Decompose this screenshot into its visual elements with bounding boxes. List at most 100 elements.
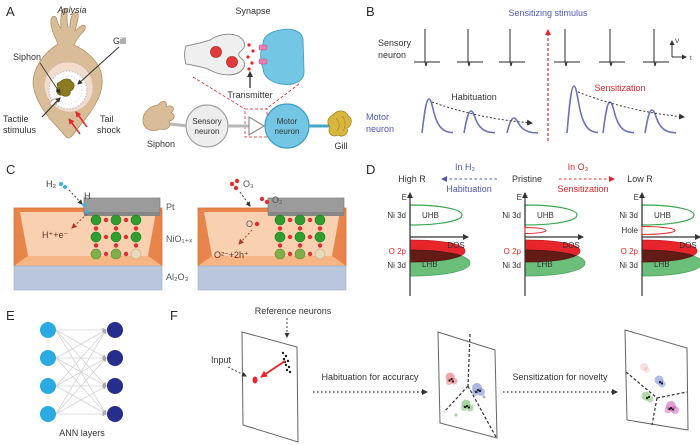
- dos-diagram-low-r: E Ni 3d UHB Hole DOS O 2p LHB Ni 3d: [619, 193, 700, 296]
- o-label: O: [246, 219, 253, 229]
- sensory-neuron-label-1: Sensory: [192, 117, 221, 126]
- tactile-label-1: Tactile: [3, 114, 29, 124]
- h2-molecule: [59, 182, 67, 189]
- high-r-header: High R: [398, 174, 426, 184]
- synapse-triangle: [248, 115, 266, 137]
- circuit-siphon-label: Siphon: [147, 139, 175, 149]
- in-h2-label: In H₂: [455, 162, 476, 172]
- gill-label: Gill: [113, 36, 126, 46]
- sensitization-step-label: Sensitization for novelty: [512, 372, 608, 382]
- axon-siphon-sensory: [169, 122, 189, 128]
- habituation-step-label: Habituation for accuracy: [321, 372, 419, 382]
- cluster-red-faint: [640, 363, 650, 373]
- ni3d-upper-label: Ni 3d: [619, 211, 638, 220]
- device-o3: O₃ O₂ O O²⁻+2h⁺: [198, 178, 346, 290]
- o-atom: [254, 221, 260, 227]
- postsynaptic-terminal: [260, 28, 305, 85]
- o-reaction-label: O²⁻+2h⁺: [214, 250, 249, 260]
- o3-adsorb-arrow: [239, 191, 251, 207]
- feature-plane-1: Input: [211, 331, 299, 443]
- receptor-channel: [258, 44, 268, 51]
- sensory-neuron-circle: [185, 104, 229, 148]
- plane-1: [241, 331, 299, 443]
- al2o3-label: Al₂O₃: [166, 272, 188, 282]
- cluster-red: [445, 372, 458, 385]
- habituation-label: Habituation: [451, 92, 497, 102]
- synapse-inset: Synapse Transmitter: [184, 6, 305, 138]
- o2-label: O₂: [272, 195, 283, 205]
- tail-shock-label-2: shock: [97, 125, 121, 135]
- input-dot: [252, 376, 258, 384]
- motor-label-1: Motor: [366, 112, 389, 122]
- cluster-green-3: [641, 391, 654, 403]
- spike-train: [413, 28, 670, 67]
- aplysia-drawing: Aplysia Gill Siphon Tactile stimulus Tai…: [3, 5, 126, 139]
- pristine-hole-sliver: [524, 226, 547, 235]
- gill-organ: [56, 78, 75, 97]
- gill-pointer-line: [77, 46, 120, 85]
- uhb-label: UHB: [537, 211, 554, 220]
- panel-c: C Pt NiO₁₊ₓ Al₂O₃ H₂ H H⁺+e⁻ O₃ O₂ O O²⁻…: [6, 162, 362, 303]
- nio-label: NiO₁₊ₓ: [166, 234, 192, 244]
- input-pointer: [227, 366, 247, 377]
- cluster-green: [454, 399, 474, 417]
- panel-e: E ANN layers: [6, 308, 123, 438]
- ann-input-nodes: [40, 322, 56, 422]
- synapse-title: Synapse: [235, 6, 270, 16]
- tail-shock-label-1: Tail: [100, 114, 114, 124]
- pt-label: Pt: [166, 202, 175, 212]
- ni3d-lower-label: Ni 3d: [387, 261, 406, 270]
- o2p-label: O 2p: [621, 247, 639, 256]
- e-axis-label: E: [517, 193, 522, 202]
- recall-arrow: [260, 360, 286, 378]
- h2-label: H₂: [46, 179, 56, 189]
- panel-b: B Sensitizing stimulus Sensory neuron V …: [366, 4, 692, 141]
- lhb-label: LHB: [422, 260, 438, 269]
- vt-axis-icon: V t: [669, 38, 692, 62]
- sensitization-label-d: Sensitization: [557, 184, 608, 194]
- sensory-neuron-label-2: neuron: [195, 127, 220, 136]
- h-diffusion-arrow: [71, 213, 88, 229]
- circuit-gill-label: Gill: [335, 141, 348, 151]
- siphon-label: Siphon: [13, 52, 41, 62]
- sensory-label-2: neuron: [378, 50, 406, 60]
- motor-label-2: neuron: [366, 124, 394, 134]
- dos-diagram-pristine: E Ni 3d UHB DOS O 2p LHB Ni 3d: [502, 193, 585, 296]
- dos-axis-label: DOS: [447, 241, 464, 250]
- o3-label: O₃: [243, 179, 254, 189]
- feature-plane-3: [624, 329, 689, 431]
- tail-shock-arrows: [68, 111, 88, 135]
- habituation-label-d: Habituation: [446, 184, 492, 194]
- dos-axis-label: DOS: [679, 241, 696, 250]
- v-axis-label: V: [675, 38, 680, 45]
- ni3d-upper-label: Ni 3d: [502, 211, 521, 220]
- sensitization-label: Sensitization: [594, 83, 645, 93]
- reference-neurons-label: Reference neurons: [255, 306, 332, 316]
- aplysia-title: Aplysia: [56, 5, 86, 15]
- ann-layers-caption: ANN layers: [59, 428, 105, 438]
- gill-folds: [335, 115, 346, 132]
- uhb-label: UHB: [422, 211, 439, 220]
- receptor-channel: [258, 58, 268, 65]
- ann-output-nodes: [107, 322, 123, 422]
- pristine-header: Pristine: [512, 174, 542, 184]
- panel-a: A Aplysia Gill Siphon Tactile stimulus T…: [3, 4, 352, 151]
- panel-d: D High R Pristine Low R In H₂ Habituatio…: [366, 162, 700, 303]
- cluster-magenta: [664, 401, 679, 414]
- decision-boundaries-3: [625, 371, 688, 426]
- h2-adsorb-arrow: [68, 189, 83, 205]
- t-axis-label: t: [690, 55, 692, 62]
- ni3d-lower-label: Ni 3d: [502, 261, 521, 270]
- transmitter-label: Transmitter: [227, 90, 272, 100]
- ni3d-upper-label: Ni 3d: [387, 211, 406, 220]
- low-r-hole-band: [641, 225, 676, 236]
- device-h2: Pt NiO₁₊ₓ Al₂O₃ H₂ H H⁺+e⁻: [14, 179, 192, 290]
- epsp-traces: [421, 85, 677, 134]
- siphon-shape: [142, 101, 175, 131]
- lhb-label: LHB: [654, 260, 670, 269]
- tactile-pointer-line: [41, 97, 61, 118]
- panel-e-letter: E: [6, 308, 15, 323]
- ann-connections: [55, 327, 107, 417]
- o2p-label: O 2p: [504, 247, 522, 256]
- motor-neuron-circle: [264, 103, 310, 149]
